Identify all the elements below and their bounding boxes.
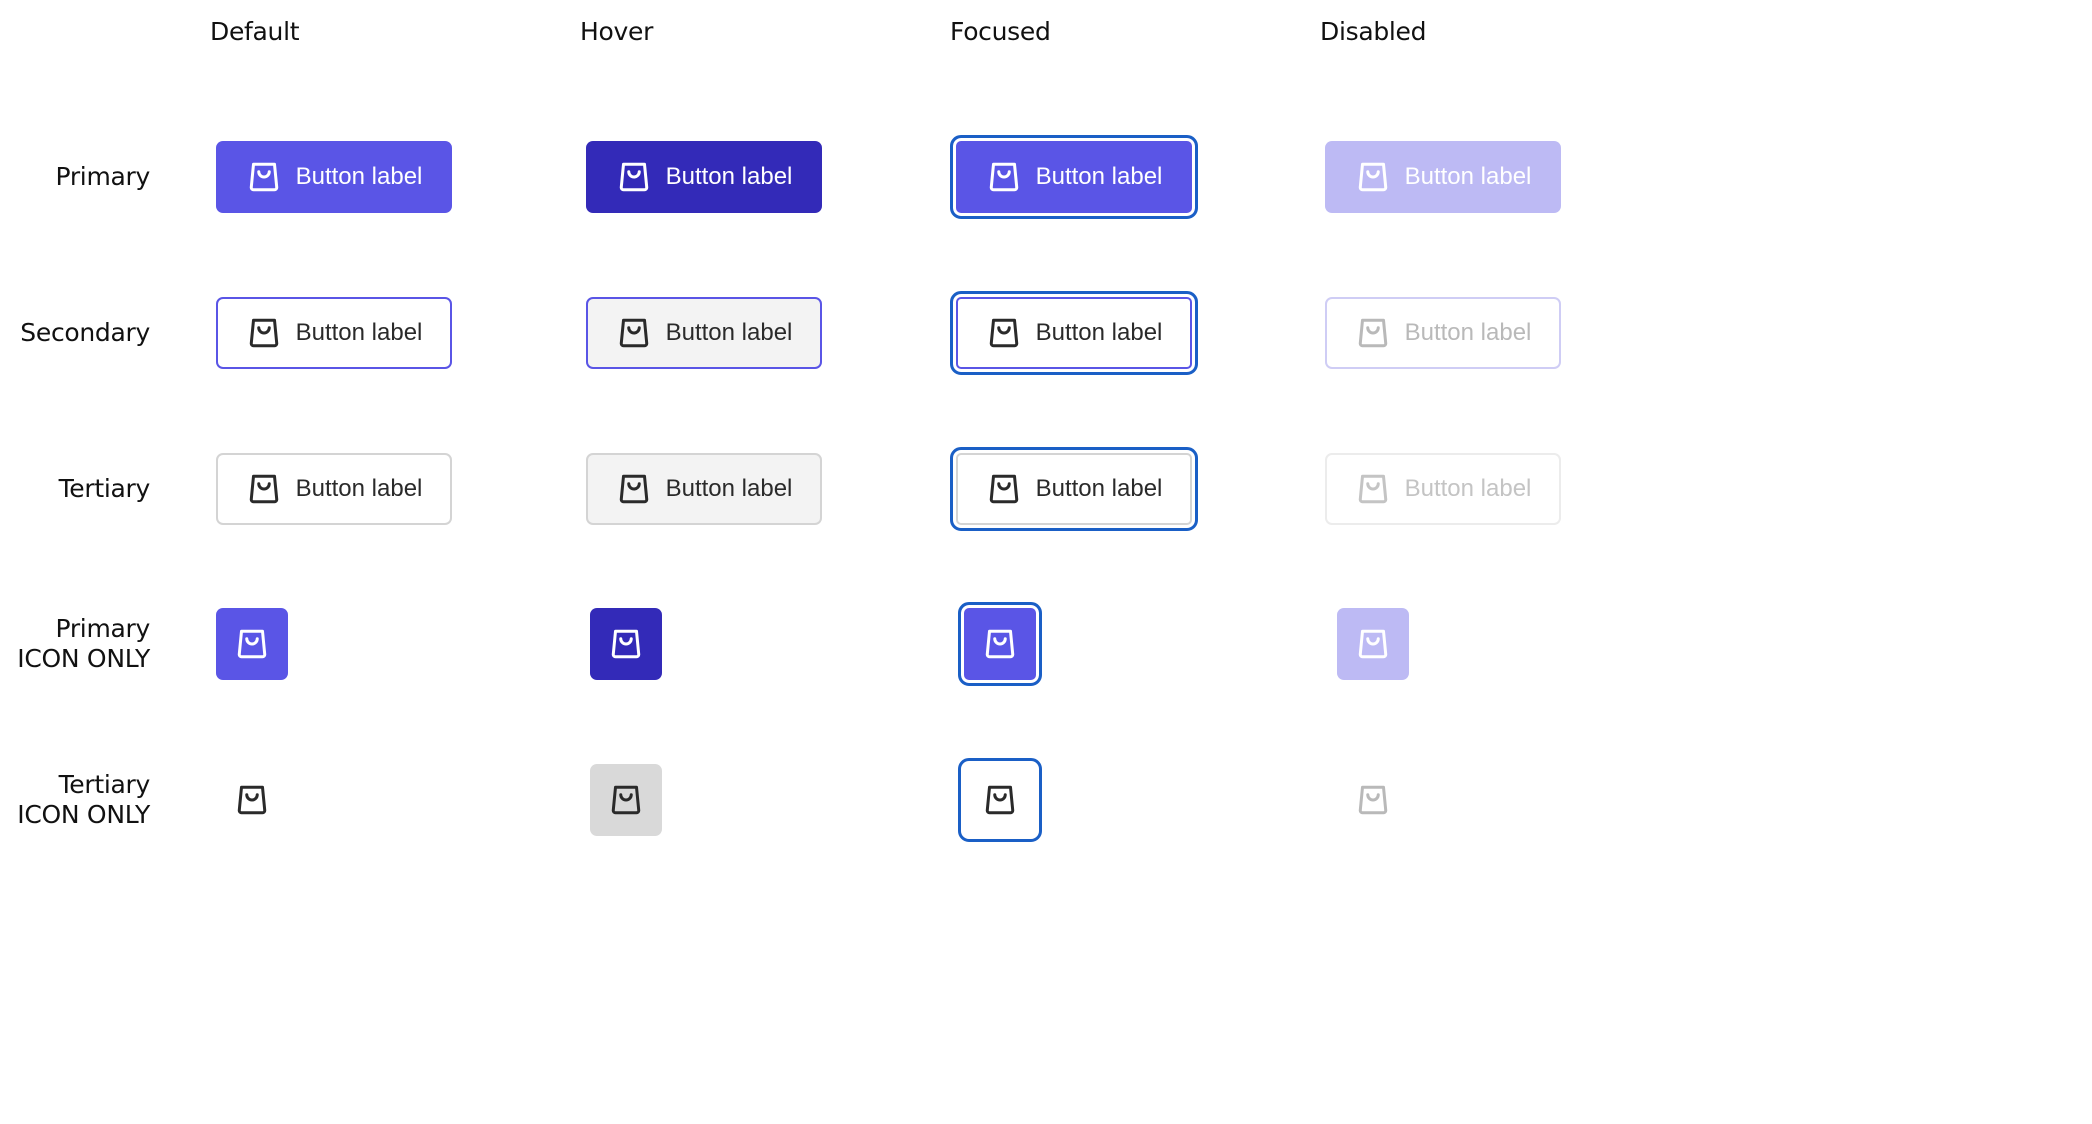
column-header-disabled: Disabled	[1320, 17, 1427, 46]
shopping-bag-icon	[1355, 315, 1391, 351]
shopping-bag-icon	[1355, 626, 1391, 662]
row-label-primary-icon-only: Primary ICON ONLY	[0, 614, 150, 674]
row-label-text: Primary	[55, 614, 150, 643]
shopping-bag-icon	[982, 626, 1018, 662]
row-label-text: Tertiary	[58, 474, 151, 503]
button-label: Button label	[1404, 163, 1532, 190]
primary-button-focused[interactable]: Button label	[950, 135, 1198, 219]
row-label-text: Tertiary	[58, 770, 151, 799]
secondary-button-focused[interactable]: Button label	[950, 291, 1198, 375]
column-header-hover: Hover	[580, 17, 654, 46]
row-label-primary: Primary	[0, 162, 150, 192]
shopping-bag-icon	[608, 626, 644, 662]
primary-icon-button-hover[interactable]	[590, 608, 662, 680]
shopping-bag-icon	[982, 782, 1018, 818]
primary-button-disabled: Button label	[1325, 141, 1561, 213]
row-label-subtext: ICON ONLY	[17, 644, 150, 673]
shopping-bag-icon	[986, 159, 1022, 195]
shopping-bag-icon	[246, 315, 282, 351]
tertiary-button-disabled: Button label	[1325, 453, 1561, 525]
primary-icon-button-default[interactable]	[216, 608, 288, 680]
tertiary-button-focused[interactable]: Button label	[950, 447, 1198, 531]
primary-button-hover[interactable]: Button label	[586, 141, 822, 213]
shopping-bag-icon	[608, 782, 644, 818]
shopping-bag-icon	[1355, 782, 1391, 818]
row-label-subtext: ICON ONLY	[17, 800, 150, 829]
button-label: Button label	[295, 475, 423, 502]
button-label: Button label	[1035, 319, 1163, 346]
tertiary-icon-button-focused[interactable]	[958, 758, 1042, 842]
button-label: Button label	[1035, 163, 1163, 190]
tertiary-button-default[interactable]: Button label	[216, 453, 452, 525]
shopping-bag-icon	[986, 315, 1022, 351]
shopping-bag-icon	[246, 471, 282, 507]
button-label: Button label	[1404, 319, 1532, 346]
tertiary-icon-button-hover[interactable]	[590, 764, 662, 836]
secondary-button-disabled: Button label	[1325, 297, 1561, 369]
secondary-button-default[interactable]: Button label	[216, 297, 452, 369]
button-label: Button label	[665, 475, 793, 502]
row-label-tertiary: Tertiary	[0, 474, 151, 504]
button-label: Button label	[1035, 475, 1163, 502]
button-label: Button label	[295, 163, 423, 190]
shopping-bag-icon	[1355, 471, 1391, 507]
primary-icon-button-disabled	[1337, 608, 1409, 680]
tertiary-icon-button-disabled	[1337, 764, 1409, 836]
shopping-bag-icon	[616, 159, 652, 195]
shopping-bag-icon	[246, 159, 282, 195]
tertiary-icon-button-default[interactable]	[216, 764, 288, 836]
row-label-text: Secondary	[20, 318, 150, 347]
shopping-bag-icon	[986, 471, 1022, 507]
button-label: Button label	[295, 319, 423, 346]
shopping-bag-icon	[1355, 159, 1391, 195]
column-header-focused: Focused	[950, 17, 1051, 46]
shopping-bag-icon	[616, 315, 652, 351]
row-label-text: Primary	[55, 162, 150, 191]
button-label: Button label	[1404, 475, 1532, 502]
primary-button-default[interactable]: Button label	[216, 141, 452, 213]
column-header-default: Default	[210, 17, 300, 46]
button-label: Button label	[665, 319, 793, 346]
row-label-tertiary-icon-only: Tertiary ICON ONLY	[0, 770, 150, 830]
button-label: Button label	[665, 163, 793, 190]
shopping-bag-icon	[234, 782, 270, 818]
row-label-secondary: Secondary	[0, 318, 150, 348]
shopping-bag-icon	[616, 471, 652, 507]
tertiary-button-hover[interactable]: Button label	[586, 453, 822, 525]
secondary-button-hover[interactable]: Button label	[586, 297, 822, 369]
shopping-bag-icon	[234, 626, 270, 662]
primary-icon-button-focused[interactable]	[958, 602, 1042, 686]
